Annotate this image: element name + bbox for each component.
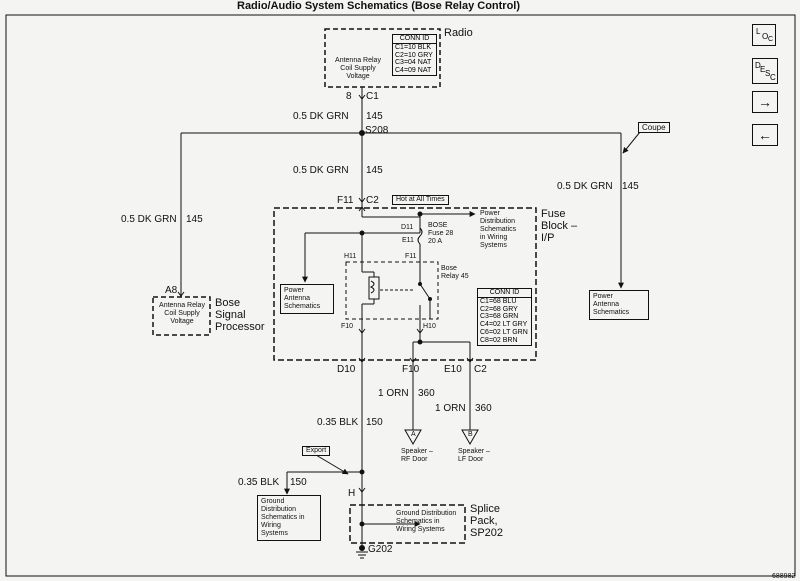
wire-circuit: 145	[366, 111, 383, 122]
wire-label: 0.5 DK GRN	[293, 111, 349, 122]
wire-circuit: 145	[622, 181, 639, 192]
wire-label: 1 ORN	[378, 388, 409, 399]
next-arrow-button[interactable]: →	[752, 91, 778, 113]
radio-pin: 8	[346, 91, 352, 102]
fuse-conn-c2: C2	[366, 195, 379, 206]
speaker-b-marker: B	[468, 431, 473, 438]
wire-label: 0.35 BLK	[238, 477, 280, 488]
page-title: Radio/Audio System Schematics (Bose Rela…	[237, 0, 521, 12]
conn-c2b: C2	[474, 364, 487, 375]
pin-f10: F10	[341, 323, 354, 330]
ground-g202: G202	[368, 544, 393, 555]
page-frame	[5, 14, 796, 577]
wire-label: 0.5 DK GRN	[121, 214, 177, 225]
radio-box	[324, 28, 441, 88]
pin-e11: E11	[402, 237, 414, 244]
pin-h11: H11	[344, 253, 357, 260]
hot-at-all-times-tag: Hot at All Times	[392, 195, 449, 206]
loc-button[interactable]: L O C	[752, 24, 776, 46]
pin-d10: D10	[337, 364, 356, 375]
left-arrow-icon: ←	[758, 127, 772, 143]
pin-d11: D11	[401, 224, 414, 231]
wire-circuit: 150	[366, 417, 383, 428]
wire-circuit: 145	[186, 214, 203, 225]
wire-circuit: 360	[418, 388, 435, 399]
bose-relay-box	[345, 261, 439, 320]
fuse-pin-f11: F11	[337, 195, 354, 206]
splice-pack-box	[349, 504, 466, 544]
export-tag: Export	[302, 446, 331, 457]
pin-a8: A8	[165, 285, 178, 296]
wire-label: 1 ORN	[435, 403, 466, 414]
wire-label: 0.5 DK GRN	[293, 165, 349, 176]
bose-processor-box	[152, 296, 211, 336]
wire-label: 0.35 BLK	[317, 417, 359, 428]
pin-f11b: F11	[405, 253, 417, 260]
document-id: 688982	[772, 573, 796, 580]
wire-circuit: 145	[366, 165, 383, 176]
fuse-conn-id: CONN ID C1=68 BLU C2=68 GRY C3=68 GRN C4…	[477, 288, 532, 346]
splice-pin-h: H	[348, 488, 356, 499]
pin-h10: H10	[423, 323, 436, 330]
speaker-a-marker: A	[411, 431, 416, 438]
speaker-lf-label: Speaker –LF Door	[458, 448, 490, 464]
splice-s208-label: S208	[365, 125, 389, 136]
radio-conn-id: CONN ID C1=10 BLK C2=10 GRY C3=04 NAT C4…	[392, 34, 437, 77]
pin-e10: E10	[444, 364, 462, 375]
wire-label: 0.5 DK GRN	[557, 181, 613, 192]
radio-label: Radio	[444, 27, 473, 39]
prev-arrow-button[interactable]: ←	[752, 124, 778, 146]
desc-button[interactable]: D E S C	[752, 58, 778, 84]
pin-f10b: F10	[402, 364, 420, 375]
wire-circuit: 150	[290, 477, 307, 488]
right-arrow-icon: →	[758, 94, 772, 110]
fuse-block-box	[273, 207, 537, 361]
speaker-rf-label: Speaker –RF Door	[401, 448, 433, 464]
radio-conn: C1	[366, 91, 379, 102]
coupe-tag: Coupe	[638, 122, 670, 134]
wire-circuit: 360	[475, 403, 492, 414]
